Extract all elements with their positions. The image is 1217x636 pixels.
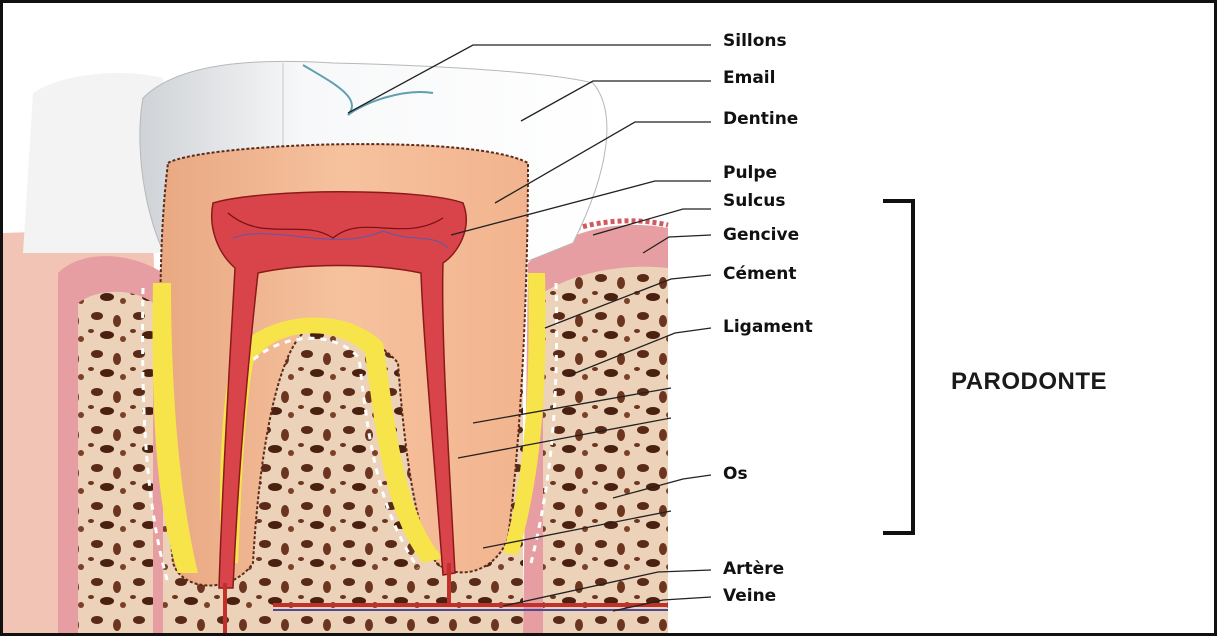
label-sulcus: Sulcus (723, 191, 785, 211)
parodonte-bracket (883, 201, 913, 533)
label-email: Email (723, 68, 775, 88)
label-os: Os (723, 464, 748, 484)
label-pulpe: Pulpe (723, 163, 777, 183)
label-artere: Artère (723, 559, 784, 579)
label-cement: Cément (723, 264, 796, 284)
label-veine: Veine (723, 586, 776, 606)
tooth-anatomy-illustration (3, 3, 1214, 633)
left-gum (3, 73, 163, 633)
label-sillons: Sillons (723, 31, 787, 51)
label-ligament: Ligament (723, 317, 813, 337)
label-gencive: Gencive (723, 225, 799, 245)
label-parodonte: PARODONTE (951, 368, 1107, 396)
label-dentine: Dentine (723, 109, 798, 129)
